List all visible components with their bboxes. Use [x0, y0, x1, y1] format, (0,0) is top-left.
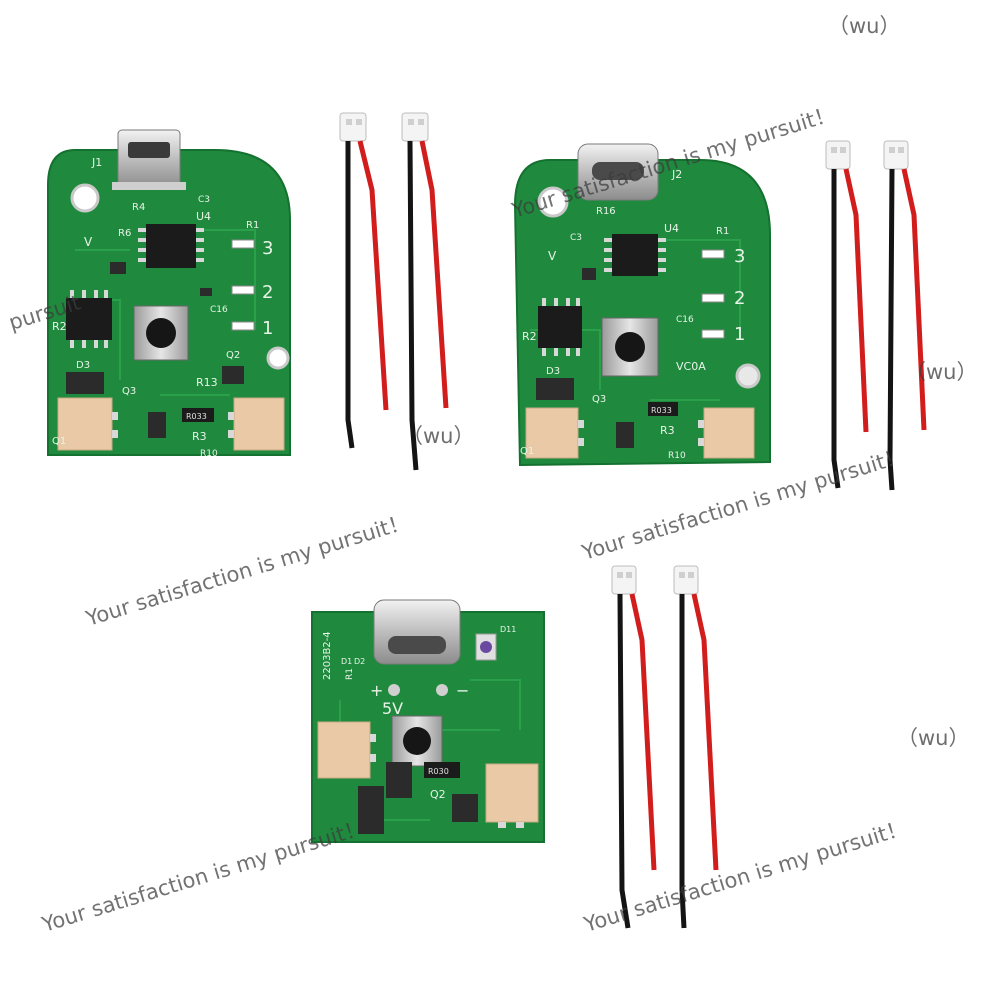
- jst-connector-2b: [698, 407, 755, 459]
- label-u4: U4: [196, 210, 211, 223]
- label-code-3: 2203B2-4: [322, 631, 333, 680]
- watermark-tag-3: （wu）: [905, 360, 978, 384]
- label-r2-b: R2: [522, 330, 537, 343]
- mount-hole-2a: [537, 186, 569, 218]
- label-r13: R13: [196, 376, 218, 389]
- resistor-r030: [424, 762, 460, 778]
- rgb-led: [475, 633, 497, 661]
- label-resistor-3: R030: [428, 767, 449, 776]
- label-c3-b: C3: [570, 233, 582, 243]
- label-q2: Q2: [226, 350, 240, 361]
- ic-chip-mos: [66, 290, 112, 348]
- label-r1-3: R1: [345, 668, 355, 680]
- label-v-b: V: [548, 249, 557, 263]
- wire-pair-3a: [611, 565, 657, 929]
- label-d11: D11: [500, 625, 516, 634]
- label-q2-3: Q2: [430, 788, 446, 801]
- watermark-tag-1: （wu）: [828, 14, 901, 38]
- label-c3: C3: [198, 195, 210, 205]
- label-q3-b: Q3: [592, 394, 606, 405]
- label-resistor-1: R033: [186, 412, 207, 421]
- led-indicators-2: [701, 249, 725, 339]
- label-plus: +: [370, 681, 383, 700]
- board-micro-usb: J1 U4 R1 R4 R6 C3 C16 V R2 D3 Q3 Q1 Q2 R…: [47, 129, 291, 459]
- label-q1-b: Q1: [520, 446, 534, 457]
- label-q3: Q3: [122, 386, 136, 397]
- pad-plus: [388, 684, 400, 696]
- watermark-tag-4: （wu）: [897, 726, 970, 750]
- label-resistor-2: R033: [651, 406, 672, 415]
- label-r1-b: R1: [716, 226, 729, 237]
- label-c16-b: C16: [676, 315, 694, 325]
- resistor-r033-2: [648, 402, 678, 416]
- label-r6: R6: [118, 228, 131, 239]
- ic-chip-u4: [138, 224, 204, 268]
- label-d2: D2: [354, 657, 365, 666]
- label-v: V: [84, 235, 93, 249]
- led-num-1-b: 1: [734, 324, 745, 345]
- label-j2: J2: [671, 168, 682, 181]
- wire-pair-1b: [401, 112, 449, 471]
- led-num-2-b: 2: [734, 288, 745, 309]
- label-code-b: VC0A: [676, 360, 706, 373]
- micro-usb-port: [117, 129, 181, 189]
- jst-connector-3a: [317, 721, 376, 779]
- label-r10-b: R10: [668, 451, 686, 461]
- label-r2: R2: [52, 320, 67, 333]
- mount-hole-2b: [735, 363, 761, 389]
- mount-hole-1a: [70, 183, 100, 213]
- ic-chip-u4-b: [604, 234, 666, 276]
- board-usb-c: J2 R16 U4 R1 C3 C16 V R2 D3 Q3 Q1 R3 R10…: [513, 143, 771, 467]
- label-r3-b: R3: [660, 424, 675, 437]
- wire-pair-2a: [825, 140, 869, 489]
- label-minus: −: [456, 681, 469, 700]
- watermark-tag-2: （wu）: [402, 424, 475, 448]
- label-j1: J1: [91, 156, 102, 169]
- label-r1: R1: [246, 220, 259, 231]
- label-5v: 5V: [382, 699, 403, 718]
- pad-minus: [436, 684, 448, 696]
- label-q1: Q1: [52, 436, 66, 447]
- ic-chip-mos-b: [538, 298, 582, 356]
- led-indicators-1: [231, 239, 255, 331]
- label-r10: R10: [200, 449, 218, 459]
- tactile-button-2: [601, 317, 659, 377]
- mount-hole-1b: [266, 346, 290, 370]
- resistor-r033-1: [182, 408, 214, 422]
- jst-connector-1b: [228, 397, 285, 451]
- led-num-3: 3: [262, 238, 273, 259]
- wire-pair-2b: [883, 140, 927, 491]
- wire-pair-3b: [673, 565, 719, 929]
- smd-parts-1: [66, 262, 244, 438]
- label-u4-b: U4: [664, 222, 679, 235]
- label-r4: R4: [132, 202, 145, 213]
- jst-connector-2a: [525, 407, 584, 459]
- jst-connector-1a: [57, 397, 118, 451]
- label-r16: R16: [596, 206, 616, 217]
- led-num-3-b: 3: [734, 246, 745, 267]
- wire-pair-1a: [339, 112, 389, 449]
- label-c16: C16: [210, 305, 228, 315]
- label-d3-b: D3: [546, 366, 560, 377]
- led-num-1: 1: [262, 318, 273, 339]
- tactile-button-3: [391, 715, 443, 767]
- usb-c-port-3: [373, 599, 461, 665]
- board-square: 2203B2-4 R1 D1 D2 D11 + − 5V Q2 R030: [311, 599, 545, 843]
- led-num-2: 2: [262, 282, 273, 303]
- label-d3: D3: [76, 360, 90, 371]
- jst-connector-3b: [485, 763, 539, 828]
- smd-parts-3: [358, 762, 478, 834]
- label-d1: D1: [341, 657, 352, 666]
- tactile-button-1: [133, 305, 189, 361]
- smd-parts-2: [536, 268, 634, 448]
- pcb-board-2: [513, 159, 771, 467]
- label-r3: R3: [192, 430, 207, 443]
